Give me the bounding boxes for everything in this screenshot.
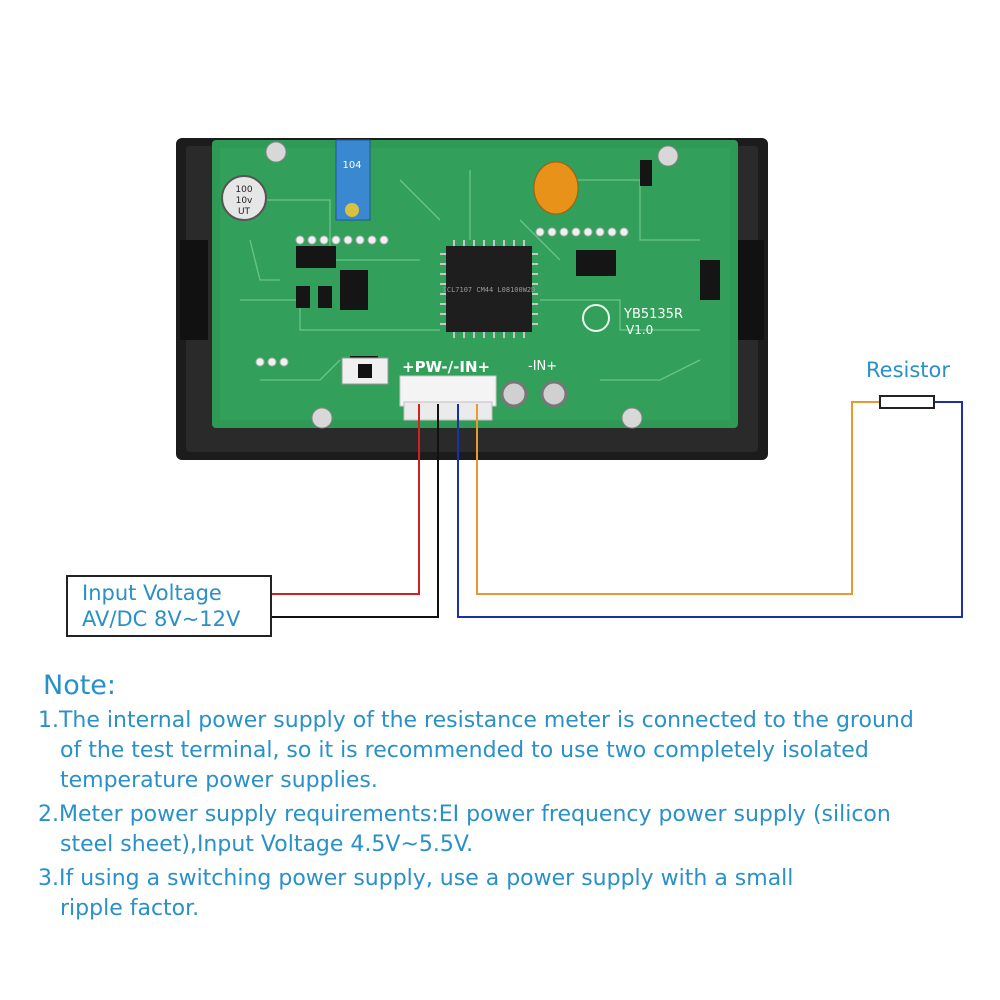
trimmer-label: 104 bbox=[342, 160, 361, 171]
screw-bottom-right bbox=[621, 407, 643, 429]
pcb-traces bbox=[240, 170, 701, 381]
slide-switch-knob bbox=[358, 364, 372, 378]
screw-bottom-left bbox=[311, 407, 333, 429]
ceramic-capacitor bbox=[533, 161, 579, 215]
trimmer-knob bbox=[345, 203, 359, 217]
note-line: 3.If using a switching power supply, use… bbox=[38, 866, 794, 891]
wire-red bbox=[270, 404, 420, 595]
resistor-label: Resistor bbox=[866, 358, 950, 382]
model-label: YB5135R bbox=[623, 307, 683, 322]
resistor-symbol bbox=[879, 395, 935, 409]
chip-label: ICL7107 CM44 L08100W2D bbox=[443, 286, 536, 294]
version-label: V1.0 bbox=[626, 323, 653, 337]
chip-pins bbox=[440, 240, 538, 338]
capacitor-label-2: 10v bbox=[236, 196, 253, 206]
wire-blue bbox=[457, 401, 963, 618]
in-hole-1 bbox=[500, 380, 528, 408]
capacitor-label: 100 bbox=[235, 185, 252, 195]
input-voltage-title: Input Voltage bbox=[82, 581, 222, 605]
note-line: of the test terminal, so it is recommend… bbox=[60, 738, 869, 763]
capacitor-label-3: UT bbox=[238, 207, 251, 217]
note-line: temperature power supplies. bbox=[60, 768, 378, 793]
input-voltage-box: Input Voltage AV/DC 8V~12V bbox=[66, 575, 272, 637]
in-hole-2 bbox=[540, 380, 568, 408]
screw-top-right bbox=[657, 145, 679, 167]
wiring-diagram: 100 10v UT 104 ICL7107 CM44 L08100W2D YB… bbox=[176, 138, 963, 618]
housing-clip-left bbox=[180, 240, 208, 340]
terminal-label: +PW-/-IN+ bbox=[402, 358, 490, 376]
wire-black bbox=[270, 404, 439, 618]
note-line: ripple factor. bbox=[60, 896, 200, 921]
connector-housing bbox=[403, 401, 493, 421]
note-title: Note: bbox=[43, 670, 117, 701]
screw-top-left bbox=[265, 141, 287, 163]
input-voltage-range: AV/DC 8V~12V bbox=[82, 607, 241, 631]
terminal-connector bbox=[399, 375, 497, 407]
note-line: 1.The internal power supply of the resis… bbox=[38, 708, 914, 733]
main-chip bbox=[446, 246, 532, 332]
housing-clip-right bbox=[736, 240, 764, 340]
header-holes bbox=[255, 227, 629, 367]
wire-orange bbox=[476, 401, 880, 595]
yb-logo bbox=[582, 304, 610, 332]
small-components bbox=[296, 160, 720, 376]
screws bbox=[265, 141, 679, 429]
note-line: steel sheet),Input Voltage 4.5V~5.5V. bbox=[60, 832, 474, 857]
note-line: 2.Meter power supply requirements:EI pow… bbox=[38, 802, 891, 827]
in-plus-label: -IN+ bbox=[528, 359, 557, 374]
electrolytic-capacitor bbox=[221, 175, 267, 221]
